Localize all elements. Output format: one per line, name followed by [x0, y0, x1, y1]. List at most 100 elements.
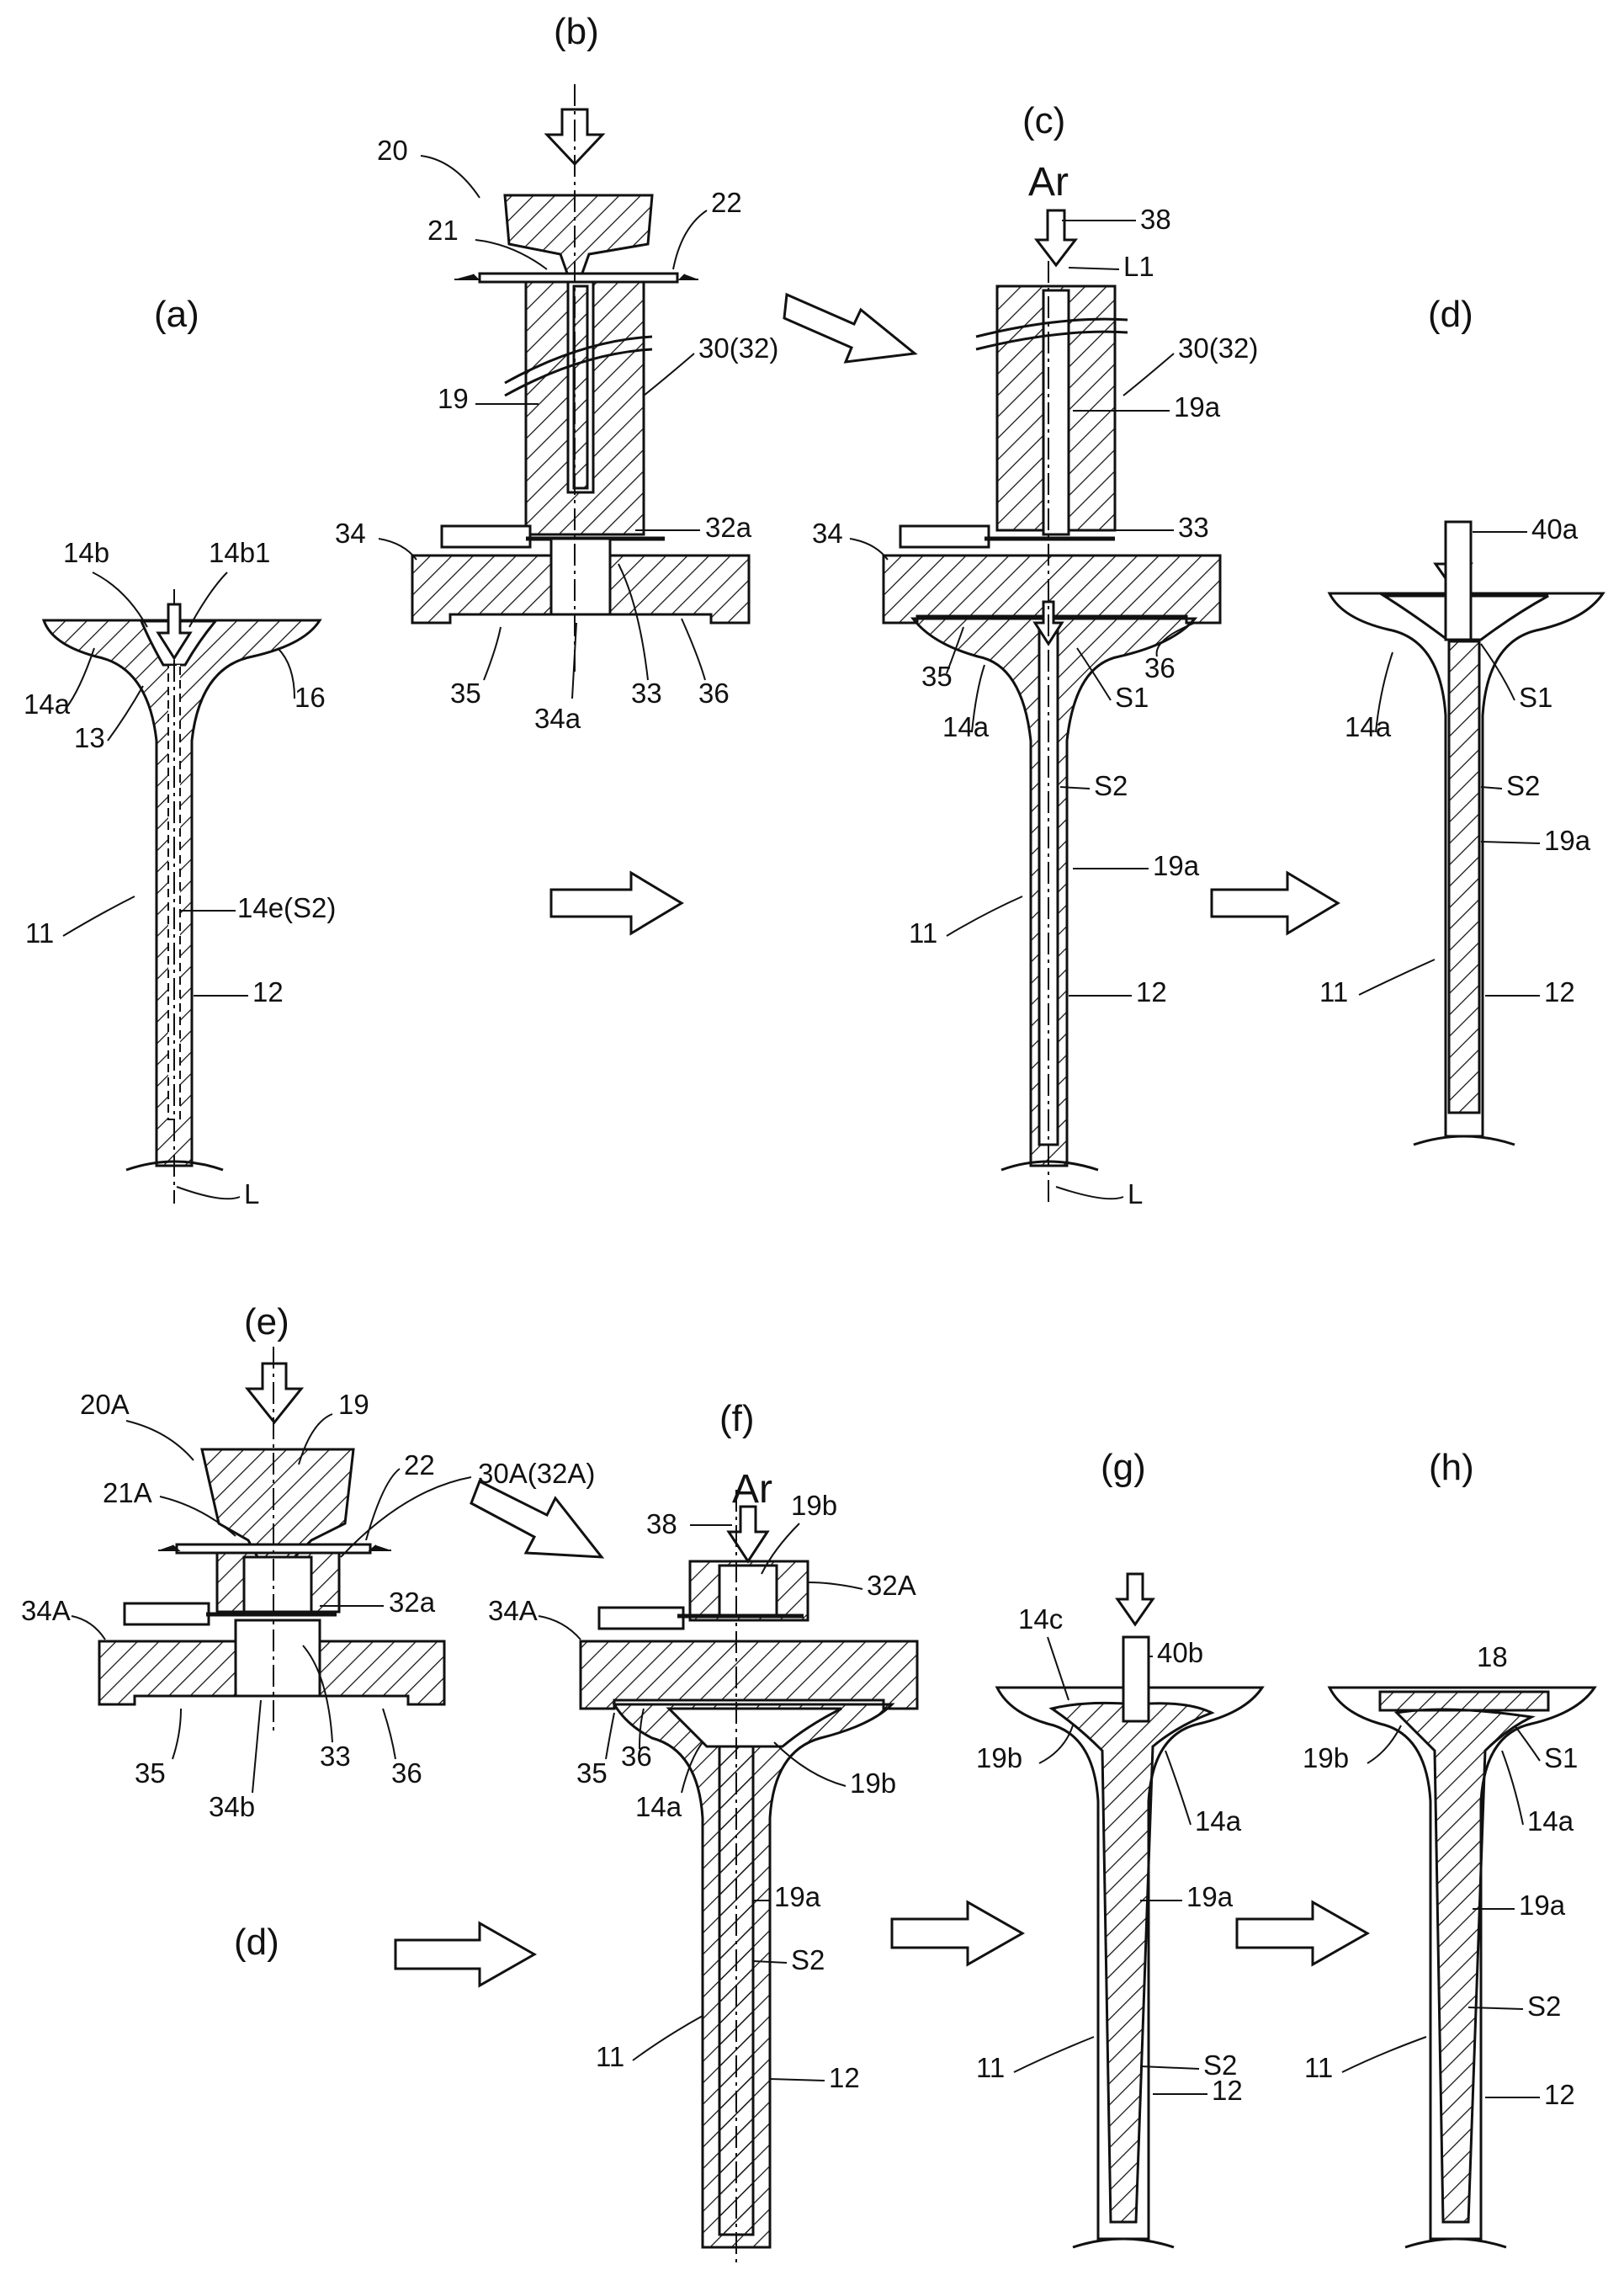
- label-f-11: 11: [596, 2041, 624, 2072]
- break-line-d: [1414, 1136, 1515, 1145]
- label-d-19a: 19a: [1544, 825, 1591, 856]
- label-f-35: 35: [576, 1757, 608, 1789]
- rod-40a-d: [1446, 522, 1471, 640]
- label-b-36: 36: [698, 678, 730, 709]
- label-c-35: 35: [921, 661, 953, 692]
- label-c-38: 38: [1140, 204, 1171, 235]
- down-arrow-g: [1117, 1574, 1153, 1624]
- label-b-30: 30(32): [698, 332, 778, 364]
- arrow-c-to-d: [1212, 873, 1338, 933]
- punch-b: [505, 195, 652, 278]
- shutter-f: [599, 1608, 683, 1629]
- panel-f: [581, 1490, 917, 2264]
- arrow-d-to-f: [395, 1923, 534, 1986]
- label-b-35: 35: [450, 678, 481, 709]
- label-f-12: 12: [829, 2062, 860, 2093]
- label-b-34a: 34a: [534, 703, 581, 734]
- break-line-g: [1073, 2239, 1174, 2247]
- label-a-14b1: 14b1: [209, 537, 270, 568]
- label-f-19a: 19a: [774, 1881, 821, 1912]
- rod-19a-g: [1052, 1703, 1212, 2222]
- arrow-e-to-f: [471, 1481, 602, 1557]
- label-a-16: 16: [295, 682, 326, 713]
- label-d-14a: 14a: [1345, 711, 1392, 742]
- rod-19a-h: [1397, 1709, 1531, 2222]
- panel-c: [884, 210, 1220, 1204]
- label-a-14b: 14b: [63, 537, 109, 568]
- caption-a: (a): [154, 294, 199, 335]
- label-a-14e: 14e(S2): [237, 892, 336, 923]
- label-e-32a: 32a: [389, 1587, 436, 1618]
- bore-e: [244, 1557, 311, 1612]
- punch-e: [202, 1449, 353, 1557]
- label-c-34: 34: [812, 518, 843, 549]
- label-c-12: 12: [1136, 976, 1167, 1007]
- label-e-20A: 20A: [80, 1389, 130, 1420]
- label-h-18: 18: [1477, 1641, 1508, 1672]
- caption-f: (f): [719, 1398, 755, 1439]
- label-h-14a: 14a: [1527, 1805, 1574, 1837]
- label-d-S2: S2: [1506, 770, 1540, 801]
- label-e-33: 33: [320, 1741, 351, 1772]
- break-line-h: [1405, 2239, 1506, 2247]
- label-h-S2: S2: [1527, 1991, 1561, 2022]
- ar-arrow-f: [729, 1507, 767, 1561]
- label-e-30A: 30A(32A): [478, 1458, 595, 1489]
- label-c-30: 30(32): [1178, 332, 1258, 364]
- label-c-11: 11: [909, 917, 937, 949]
- label-g-11: 11: [976, 2052, 1005, 2083]
- ar-arrow-c: [1037, 210, 1075, 265]
- base-34A-f: [581, 1641, 917, 1709]
- shutter-33-b: [442, 526, 530, 547]
- label-d-12: 12: [1544, 976, 1575, 1007]
- shutter-c: [900, 526, 989, 547]
- caption-b: (b): [554, 11, 599, 52]
- arrow-g-to-h: [1237, 1902, 1367, 1964]
- panel-e: [99, 1347, 444, 1734]
- label-f-19b: 19b: [791, 1490, 837, 1521]
- label-f-ar: Ar: [732, 1467, 772, 1512]
- label-d-11: 11: [1319, 976, 1348, 1007]
- label-c-14a: 14a: [942, 711, 990, 742]
- label-a-12: 12: [252, 976, 284, 1007]
- label-b-22: 22: [711, 187, 742, 218]
- bore-f: [719, 1566, 777, 1616]
- label-f-19b2: 19b: [850, 1768, 896, 1799]
- label-a-11: 11: [25, 917, 54, 949]
- label-c-ar: Ar: [1028, 160, 1069, 205]
- panel-b: [412, 84, 749, 673]
- label-e-35: 35: [135, 1757, 166, 1789]
- caption-d-second: (d): [234, 1922, 279, 1963]
- label-b-21: 21: [427, 215, 459, 246]
- label-b-33: 33: [631, 678, 662, 709]
- caption-h: (h): [1429, 1447, 1474, 1488]
- caption-c: (c): [1022, 100, 1065, 141]
- rod-19-b: [574, 286, 587, 488]
- label-a-L: L: [244, 1178, 259, 1209]
- label-g-19a: 19a: [1186, 1881, 1234, 1912]
- label-e-34b: 34b: [209, 1791, 255, 1822]
- label-b-32a: 32a: [705, 512, 752, 543]
- passage-34a-b: [551, 539, 610, 614]
- label-g-12: 12: [1212, 2075, 1243, 2106]
- label-h-19a: 19a: [1519, 1890, 1566, 1921]
- label-h-11: 11: [1304, 2052, 1333, 2083]
- label-g-19b: 19b: [976, 1742, 1022, 1773]
- label-h-19b: 19b: [1303, 1742, 1349, 1773]
- label-a-13: 13: [74, 722, 105, 753]
- label-c-L1: L1: [1123, 251, 1154, 282]
- label-f-36: 36: [621, 1741, 652, 1772]
- label-e-22: 22: [404, 1449, 435, 1481]
- label-c-19a2: 19a: [1153, 850, 1200, 881]
- shutter-e: [125, 1603, 209, 1624]
- caption-d: (d): [1428, 294, 1473, 335]
- label-e-34A: 34A: [21, 1595, 71, 1626]
- label-g-14c: 14c: [1018, 1603, 1063, 1635]
- label-e-19: 19: [338, 1389, 369, 1420]
- label-f-34A: 34A: [488, 1595, 538, 1626]
- arrow-a-to-c: [551, 873, 682, 933]
- rod-19a-d: [1449, 641, 1479, 1113]
- label-c-L: L: [1128, 1178, 1143, 1209]
- label-h-12: 12: [1544, 2079, 1575, 2110]
